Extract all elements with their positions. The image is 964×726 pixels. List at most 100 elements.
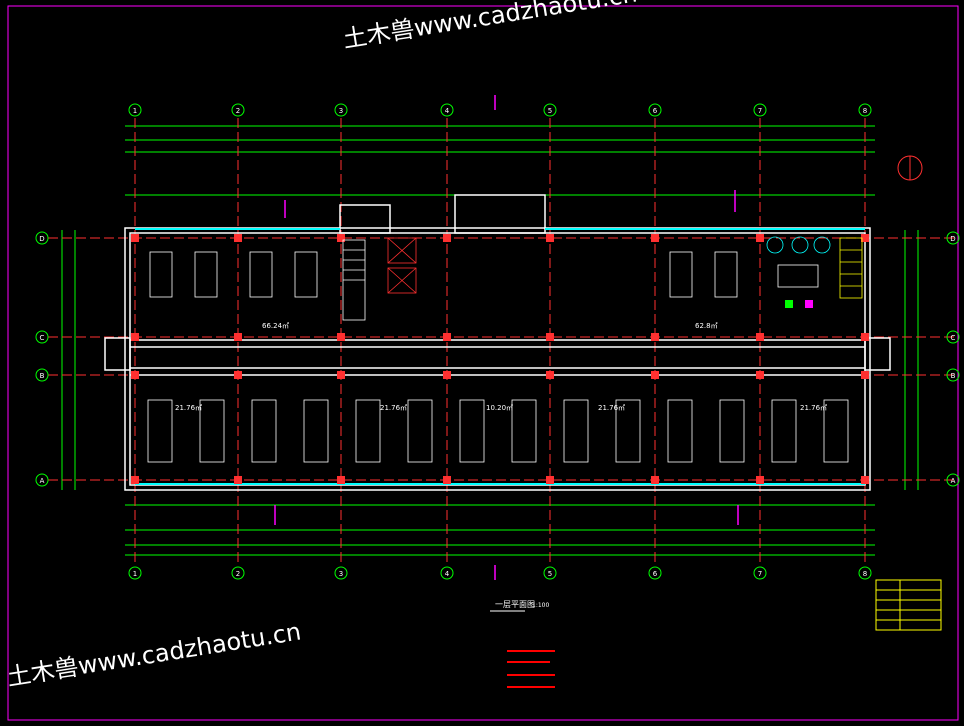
desk-cluster: [303, 399, 329, 463]
drawing-title: 一层平面图: [495, 600, 535, 609]
title-block: [875, 579, 942, 631]
axis-bubble: A: [35, 473, 49, 487]
area-label: 21.76㎡: [175, 404, 202, 412]
axis-label: C: [40, 334, 45, 342]
axis-bubble: 6: [648, 566, 662, 580]
axis-bubble: 3: [334, 103, 348, 117]
desk-cluster: [199, 399, 225, 463]
desk-cluster: [147, 399, 173, 463]
desk-cluster: [667, 399, 693, 463]
axis-label: 3: [339, 570, 343, 578]
desk-cluster: [771, 399, 797, 463]
column: [756, 234, 764, 242]
axis-label: B: [951, 372, 956, 380]
desk-cluster: [669, 251, 693, 298]
axis-bubble: 3: [334, 566, 348, 580]
structural-columns: [131, 234, 869, 484]
column: [443, 333, 451, 341]
axis-label: 1: [133, 570, 137, 578]
column: [861, 371, 869, 379]
desk-cluster: [714, 251, 738, 298]
column: [337, 234, 345, 242]
axis-bubble: 5: [543, 103, 557, 117]
column: [651, 234, 659, 242]
toilet-fixtures: [766, 236, 831, 308]
column: [861, 476, 869, 484]
office-furniture: [147, 251, 849, 463]
column: [337, 476, 345, 484]
axis-label: 4: [445, 107, 450, 115]
column: [651, 476, 659, 484]
axis-bubble: D: [946, 231, 960, 245]
axis-bubble: 7: [753, 103, 767, 117]
axis-label: 4: [445, 570, 450, 578]
axis-label: 5: [548, 107, 552, 115]
area-label: 10.20㎡: [486, 404, 513, 412]
axis-label: 6: [653, 107, 658, 115]
axis-bubble: 8: [858, 566, 872, 580]
axis-label: 8: [863, 107, 867, 115]
axis-label: A: [951, 477, 956, 485]
column: [756, 476, 764, 484]
column: [234, 234, 242, 242]
area-label: 21.76㎡: [598, 404, 625, 412]
axis-label: 7: [758, 107, 762, 115]
axis-label: 3: [339, 107, 343, 115]
axis-bubble: 2: [231, 103, 245, 117]
column: [443, 476, 451, 484]
axis-bubble: 1: [128, 103, 142, 117]
axis-grid-horizontal: [48, 237, 955, 481]
room-labels: 66.24㎡ 62.8㎡ 21.76㎡ 21.76㎡ 21.76㎡ 10.20㎡…: [175, 322, 827, 412]
axis-bubble: 6: [648, 103, 662, 117]
axis-bubble: C: [35, 330, 49, 344]
bottom-dimensions: [125, 504, 875, 556]
column: [443, 371, 451, 379]
axis-bubble: 4: [440, 103, 454, 117]
desk-cluster: [511, 399, 537, 463]
axis-label: 6: [653, 570, 658, 578]
drawing-scale: 1:100: [532, 602, 549, 609]
area-label: 66.24㎡: [262, 322, 289, 330]
column: [443, 234, 451, 242]
section-markers: [274, 95, 739, 580]
axis-label: C: [951, 334, 956, 342]
column: [337, 333, 345, 341]
axis-bubble: 4: [440, 566, 454, 580]
desk-cluster: [149, 251, 173, 298]
axis-bubble: 5: [543, 566, 557, 580]
column: [756, 371, 764, 379]
axis-bubble: C: [946, 330, 960, 344]
column: [651, 371, 659, 379]
axis-label: 1: [133, 107, 137, 115]
axis-label: B: [40, 372, 45, 380]
column: [234, 371, 242, 379]
window-lines: [135, 228, 865, 485]
notes-block: [507, 650, 555, 688]
desk-cluster: [194, 251, 218, 298]
axis-bubble: 8: [858, 103, 872, 117]
axis-label: 8: [863, 570, 867, 578]
desk-cluster: [615, 399, 641, 463]
desk-cluster: [563, 399, 589, 463]
north-arrow: [897, 155, 923, 181]
axis-bubble: 7: [753, 566, 767, 580]
column: [546, 234, 554, 242]
desk-cluster: [719, 399, 745, 463]
column: [234, 476, 242, 484]
column: [546, 476, 554, 484]
axis-bubble: A: [946, 473, 960, 487]
area-label: 21.76㎡: [380, 404, 407, 412]
area-label: 21.76㎡: [800, 404, 827, 412]
axis-bubble: B: [946, 368, 960, 382]
column: [337, 371, 345, 379]
axis-label: 5: [548, 570, 552, 578]
column: [756, 333, 764, 341]
column: [131, 234, 139, 242]
column: [131, 476, 139, 484]
column: [131, 333, 139, 341]
column: [546, 333, 554, 341]
desk-cluster: [355, 399, 381, 463]
column: [546, 371, 554, 379]
